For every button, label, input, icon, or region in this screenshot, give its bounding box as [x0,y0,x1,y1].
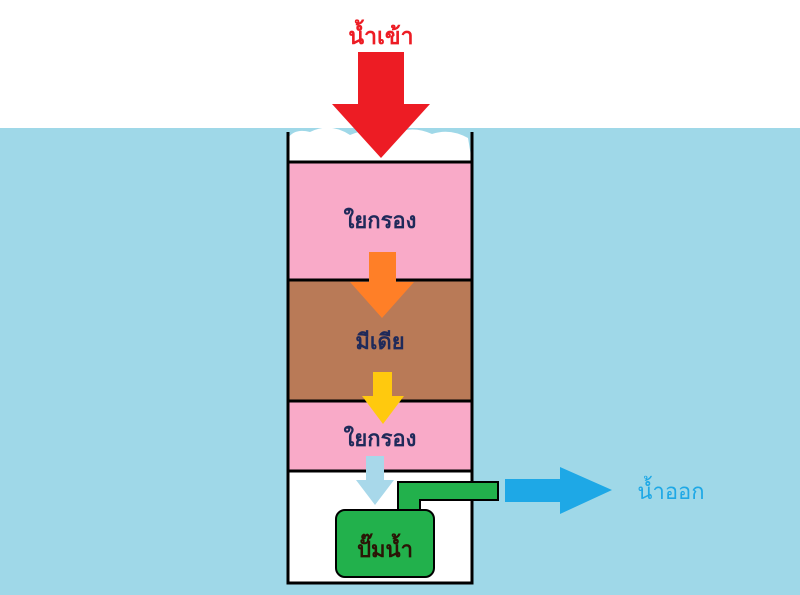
water-out-arrow-icon [505,467,612,514]
water-out-label: น้ำออก [637,476,704,505]
filter-fiber-top-layer [286,160,474,282]
bottom-layer-label: ใยกรอง [344,425,417,452]
media-layer-label: มีเดีย [355,330,404,355]
flow-arrow-yellow-icon [362,372,404,424]
pump-body [335,509,435,578]
pump-label: ปั๊มน้ำ [357,533,413,563]
water-in-arrow-icon [332,52,430,158]
flow-arrow-light-blue-icon [356,456,394,505]
water-in-label: น้ำเข้า [348,19,413,50]
flow-arrow-orange-icon [350,252,414,318]
top-layer-label: ใยกรอง [344,207,417,234]
